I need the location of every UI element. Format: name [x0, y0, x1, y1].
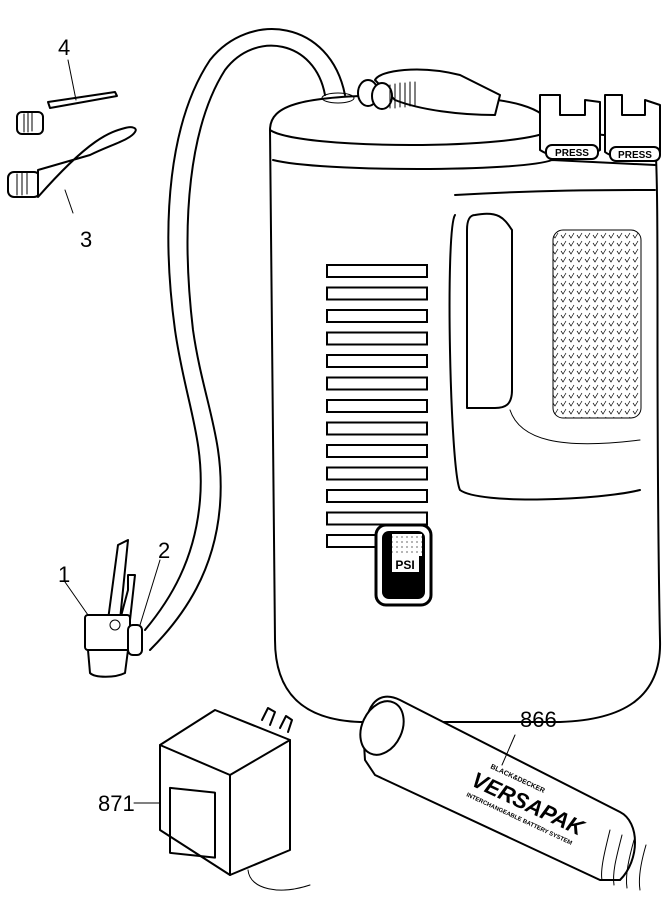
vent-slot — [326, 286, 428, 301]
air-hose — [144, 28, 346, 651]
callout-871: 871 — [98, 791, 135, 816]
charger — [159, 707, 311, 891]
vent-slot — [326, 354, 428, 368]
vent-slot — [326, 511, 428, 526]
vent-slot — [326, 489, 428, 503]
nozzle-adapter — [7, 126, 137, 198]
vent-slot — [326, 444, 428, 458]
callout-2: 2 — [158, 538, 170, 563]
vent-slot — [326, 309, 428, 323]
psi-gauge: PSI — [374, 523, 433, 607]
handle — [448, 212, 642, 501]
vent-slot — [326, 421, 428, 436]
callout-1: 1 — [58, 562, 70, 587]
vent-slot — [326, 331, 428, 346]
battery-pack: BLACK&DECKER VERSAPAK INTERCHANGEABLE BA… — [359, 695, 647, 891]
press-label-left: PRESS — [555, 148, 589, 159]
callout-3: 3 — [80, 227, 92, 252]
vent-slot — [326, 466, 428, 481]
psi-label: PSI — [395, 558, 414, 572]
needle-adapter — [16, 91, 118, 135]
vent-slot — [326, 376, 428, 391]
press-label-right: PRESS — [618, 150, 652, 161]
callout-866: 866 — [520, 707, 557, 732]
press-button-left[interactable]: PRESS — [539, 94, 601, 160]
grip-texture — [552, 229, 642, 419]
press-button-right[interactable]: PRESS — [604, 94, 661, 162]
top-nozzle — [357, 68, 501, 116]
valve-clamp — [84, 539, 143, 678]
vent-slot — [326, 399, 428, 413]
leader-lines — [64, 59, 516, 804]
vent-slot — [326, 264, 428, 278]
callout-4: 4 — [58, 35, 70, 60]
